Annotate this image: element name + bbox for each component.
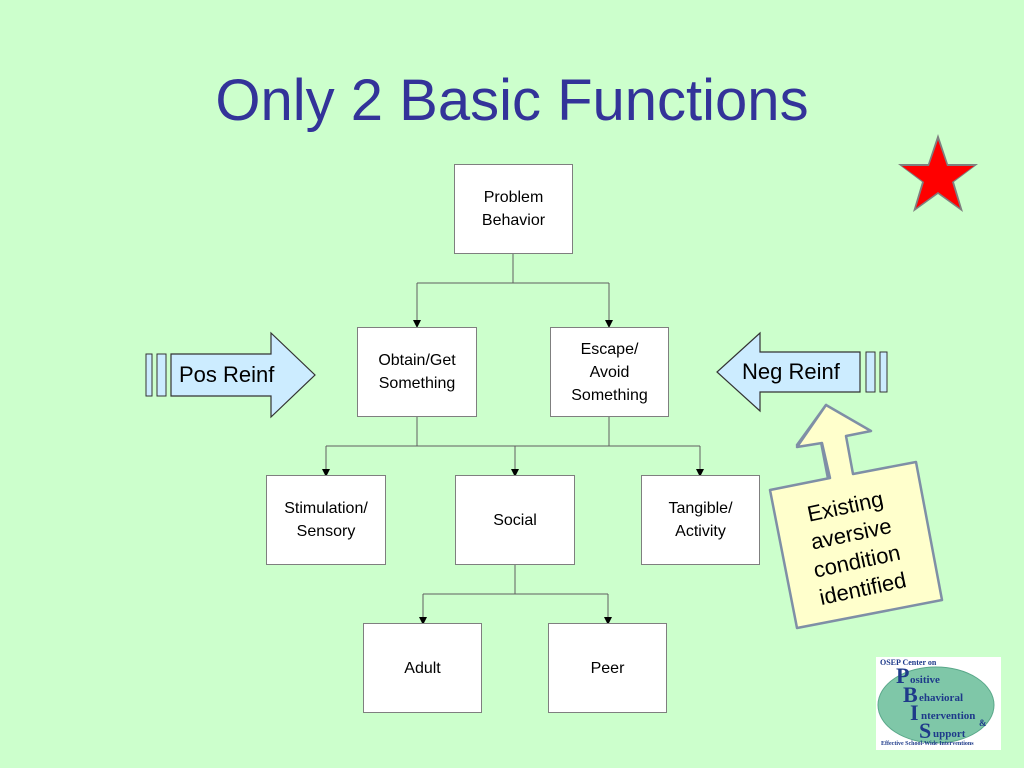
logo-word-behavioral: ehavioral bbox=[919, 692, 963, 704]
node-adult: Adult bbox=[363, 623, 482, 713]
star-icon bbox=[898, 134, 978, 212]
pbis-logo: OSEP Center on P ositive B ehavioral I n… bbox=[876, 657, 1001, 750]
node-text: Peer bbox=[590, 659, 625, 677]
node-stimulation-sensory: Stimulation/Sensory bbox=[266, 475, 386, 565]
node-text: Behavior bbox=[481, 212, 546, 229]
logo-top-text: OSEP Center on bbox=[880, 658, 937, 667]
callout-note-shape bbox=[768, 403, 944, 630]
node-text: Problem bbox=[483, 189, 544, 206]
logo-letter-b: B bbox=[903, 682, 918, 707]
pos-reinf-arrow bbox=[145, 331, 316, 419]
node-text: Social bbox=[493, 511, 537, 529]
node-text: Tangible/ bbox=[668, 500, 733, 517]
node-text: Activity bbox=[675, 523, 726, 540]
logo-word-positive: ositive bbox=[910, 674, 940, 686]
logo-word-support: upport bbox=[933, 728, 966, 740]
node-text: Obtain/Get bbox=[378, 352, 456, 369]
node-text: Something bbox=[571, 386, 648, 404]
logo-bottom-text: Effective School-Wide Interventions bbox=[881, 741, 974, 747]
node-social: Social bbox=[455, 475, 575, 565]
node-text: Stimulation/ bbox=[284, 500, 368, 517]
node-text: Escape/ bbox=[580, 340, 639, 358]
neg-reinf-label: Neg Reinf bbox=[742, 359, 840, 384]
logo-letter-s: S bbox=[919, 718, 932, 743]
node-text: Something bbox=[378, 375, 456, 392]
logo-letter-p: P bbox=[896, 663, 910, 688]
slide-title: Only 2 Basic Functions bbox=[215, 68, 809, 133]
node-peer: Peer bbox=[548, 623, 667, 713]
logo-ampersand: & bbox=[979, 718, 987, 728]
node-text: Avoid bbox=[589, 363, 630, 381]
neg-reinf-arrow bbox=[716, 331, 888, 413]
node-text: Adult bbox=[404, 659, 441, 677]
pos-reinf-label: Pos Reinf bbox=[179, 362, 275, 387]
node-text: Sensory bbox=[296, 523, 356, 540]
logo-word-intervention: ntervention bbox=[921, 710, 976, 722]
logo-globe-icon bbox=[877, 666, 995, 744]
node-tangible-activity: Tangible/Activity bbox=[641, 475, 760, 565]
logo-letter-i: I bbox=[910, 700, 919, 725]
